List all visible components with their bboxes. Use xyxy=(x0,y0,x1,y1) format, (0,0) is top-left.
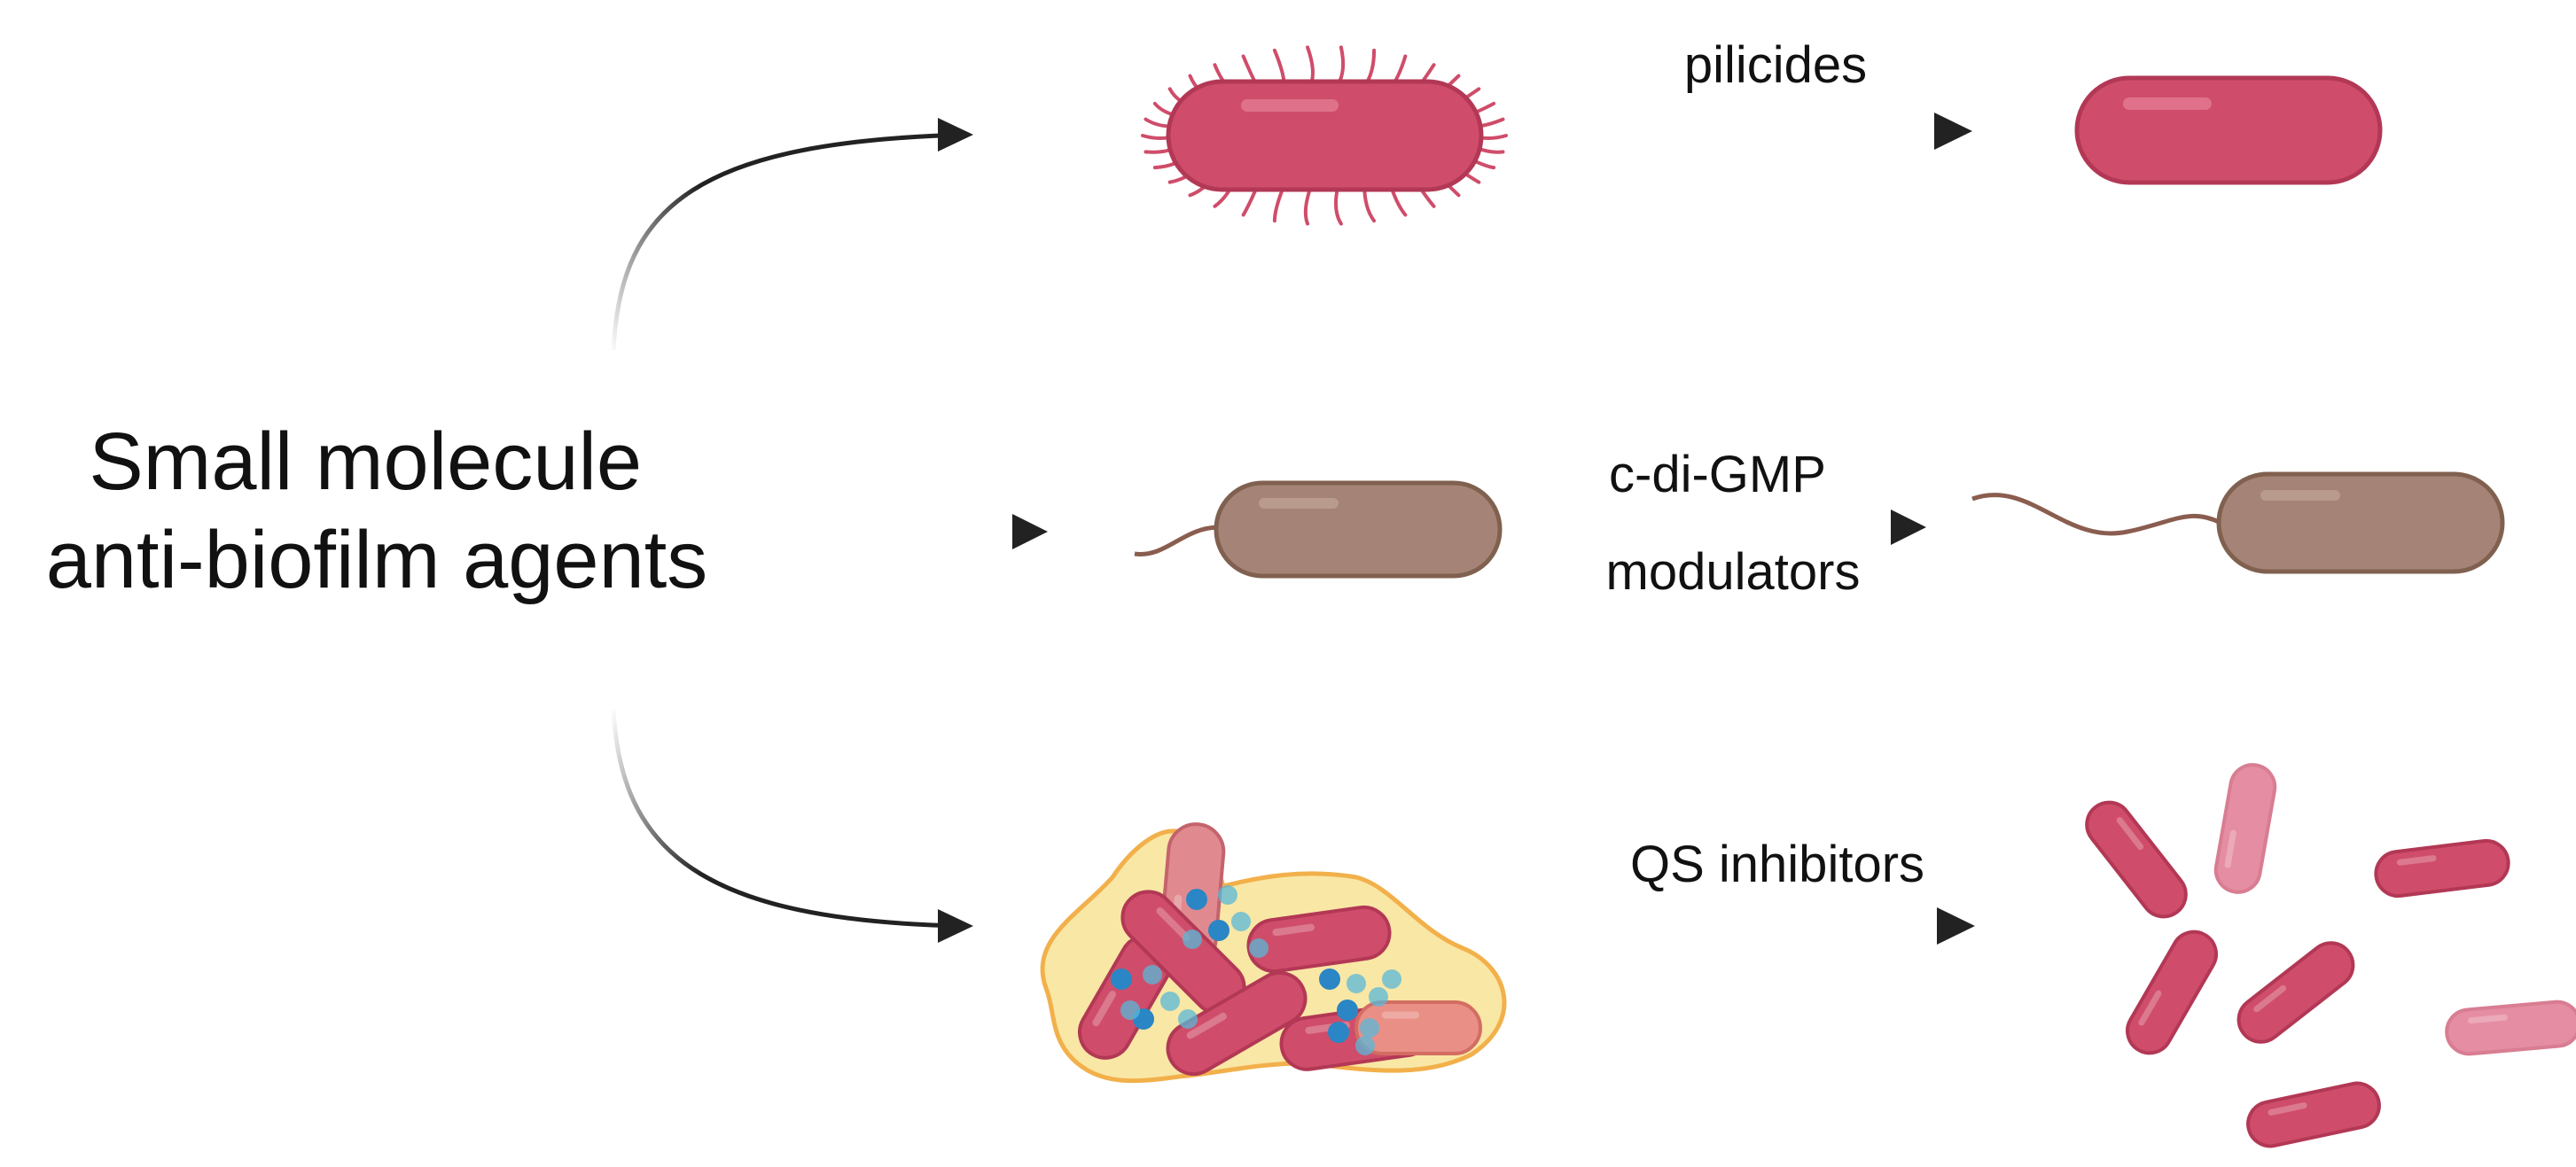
signal-molecule xyxy=(1143,965,1162,984)
diagram-title: Small molecule anti-biofilm agents xyxy=(46,416,708,605)
signal-molecule xyxy=(1186,889,1207,910)
pilus xyxy=(1306,45,1315,87)
biofilm-rod xyxy=(1354,1000,1482,1055)
dispersed-bacterium xyxy=(2213,763,2277,894)
signal-molecule xyxy=(1337,1000,1358,1021)
signal-molecule xyxy=(1208,920,1229,941)
branch-arrow-top-head xyxy=(938,118,973,152)
signal-molecule xyxy=(1249,938,1268,958)
signal-molecule xyxy=(1111,969,1132,990)
dispersed-bacterium xyxy=(2246,1081,2381,1148)
signal-molecule xyxy=(1160,992,1180,1011)
dispersed-bacterium xyxy=(2445,1000,2576,1056)
signal-molecule xyxy=(1178,1009,1198,1029)
dispersed-bacterium xyxy=(2085,800,2188,919)
non-piliated-bacterium-icon xyxy=(2074,75,2383,185)
non-motile-bacterium-icon xyxy=(1134,480,1503,579)
branch-arrow-top xyxy=(611,132,967,351)
branch-arrow-bottom xyxy=(611,708,967,929)
piliated-bacterium-icon xyxy=(1141,45,1508,226)
signal-molecule xyxy=(1347,974,1366,993)
signal-molecule xyxy=(1319,969,1340,990)
pathway-pilicides: pilicides xyxy=(1141,36,2383,226)
signal-molecule xyxy=(1328,1022,1349,1043)
pilus xyxy=(1303,184,1313,226)
title-line-1: Small molecule xyxy=(89,416,642,507)
pathway-qs-inhibitors: QS inhibitors xyxy=(1040,763,2576,1148)
biofilm-rod xyxy=(1246,905,1392,974)
biofilm-rod xyxy=(1166,971,1308,1076)
label-c-di-gmp: c-di-GMP modulators xyxy=(1606,446,1861,601)
signal-molecule xyxy=(1183,930,1202,949)
pathway-c-di-gmp: c-di-GMP modulators xyxy=(1134,446,2505,601)
dispersed-bacteria-icon xyxy=(2085,763,2576,1148)
label-pilicides: pilicides xyxy=(1684,36,1867,94)
biofilm-icon xyxy=(1040,822,1507,1084)
branch-arrow-middle-head xyxy=(1012,514,1048,549)
branch-arrow-bottom-head xyxy=(938,909,973,943)
dispersed-bacterium xyxy=(2126,930,2218,1055)
signal-molecule xyxy=(1231,912,1251,931)
signal-molecule xyxy=(1360,1018,1379,1038)
pilus xyxy=(1336,45,1346,87)
title-line-2: anti-biofilm agents xyxy=(46,515,708,605)
signal-molecule xyxy=(1382,969,1401,989)
signal-molecule xyxy=(1369,987,1388,1007)
signal-molecule xyxy=(1218,885,1237,905)
dispersed-bacterium xyxy=(2236,941,2355,1044)
branch-arrows xyxy=(611,118,1048,943)
dispersed-bacterium xyxy=(2374,838,2510,899)
signal-molecule xyxy=(1120,1000,1140,1020)
flagellated-bacterium-icon xyxy=(1971,471,2505,574)
pilus xyxy=(1334,184,1343,226)
label-qs-inhibitors: QS inhibitors xyxy=(1630,836,1924,893)
signal-molecule xyxy=(1355,1036,1375,1055)
